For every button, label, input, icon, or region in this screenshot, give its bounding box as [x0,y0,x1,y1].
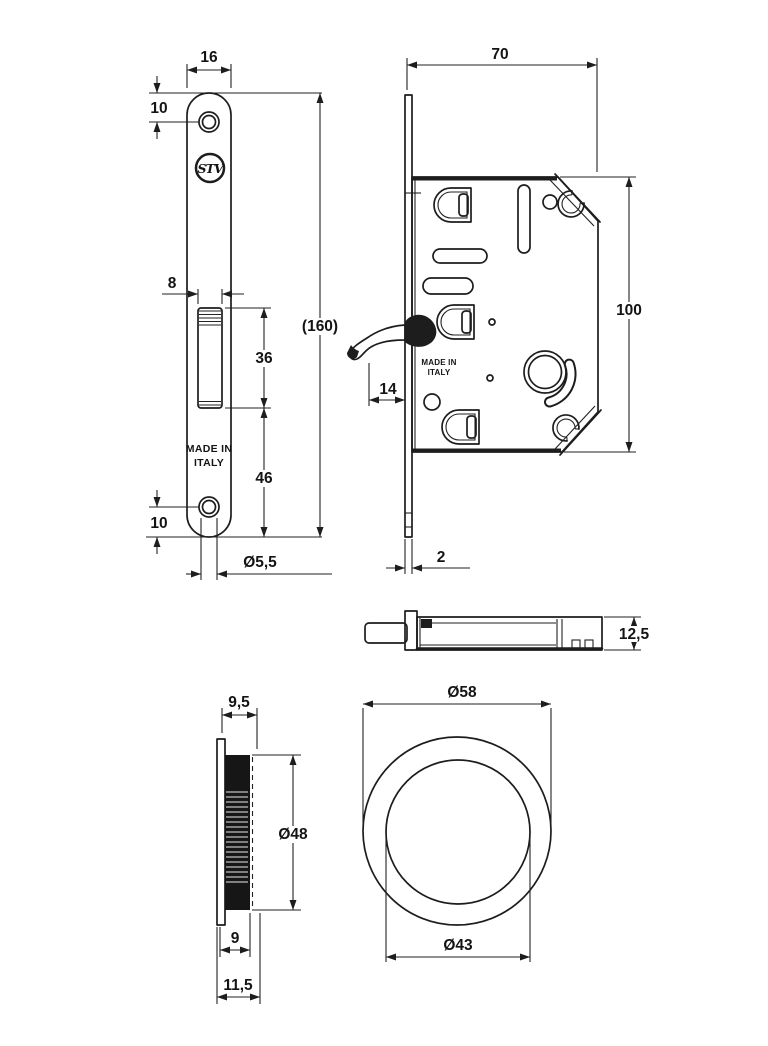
faceplate-made-in-line1: MADE IN [186,443,232,455]
svg-text:2: 2 [437,549,446,566]
horizontal-slot-2 [422,277,474,295]
spindle-hub-inner [527,354,563,390]
dim-pull-outer-diameter: Ø58 [362,684,552,828]
dim-faceplate-thickness: 2 [386,539,470,574]
pin-dot-1 [488,318,496,326]
svg-text:Ø5,5: Ø5,5 [243,554,277,571]
svg-text:9: 9 [231,930,240,947]
pull-front-view: Ø58 Ø43 [362,684,552,962]
dim-screw-hole-diameter: Ø5,5 [186,518,332,580]
dim-body-width: 70 [406,46,598,172]
svg-text:36: 36 [255,350,273,367]
stamped-tab-top [433,187,472,223]
pull-edge-view: 9,5 Ø48 9 11,5 [216,694,316,1004]
svg-text:16: 16 [200,49,218,66]
svg-text:10: 10 [150,100,167,117]
dim-hook-protrusion: 14 [368,363,405,406]
dim-slot-to-bottom: 46 [251,408,277,537]
slot-spring-coils [199,310,221,406]
svg-text:Ø48: Ø48 [278,826,308,843]
lock-edge-view: 12,5 [364,610,653,651]
dim-slot-width: 8 [162,275,244,304]
vertical-slot [517,184,531,254]
body-made-in-line1: MADE IN [421,358,456,367]
curved-slot [544,358,577,408]
dim-pull-inner-diameter: Ø43 [385,836,531,962]
dim-bottom-hole-offset: 10 [146,490,322,554]
svg-text:14: 14 [379,381,397,398]
pull-inner-circle [385,759,531,905]
stamped-tab-bottom [441,409,480,445]
hook-latch [347,324,406,361]
knurl-ridges [226,791,248,883]
dim-overall-height: (160) [296,93,344,537]
dim-pull-cup-diameter: Ø48 [252,754,316,911]
stv-logo-text: STV [197,161,224,176]
dim-faceplate-width: 16 [186,49,232,88]
dim-pull-total-depth: 11,5 [216,913,261,1004]
dim-pull-cup-depth: 9 [219,913,251,957]
edge-notch-1 [571,639,581,649]
latch-pin [364,622,408,644]
faceplate-top-screw-hole-inner [201,114,217,130]
stamped-tab-middle [436,304,475,340]
svg-text:10: 10 [150,515,167,532]
svg-text:Ø43: Ø43 [443,937,473,954]
dim-pull-depth-flange: 9,5 [221,694,258,749]
hook-pivot-mechanism [405,314,437,347]
stv-logo-circle [194,152,226,184]
dim-top-hole-offset: 10 [149,76,322,139]
svg-text:Ø58: Ø58 [447,684,477,701]
lock-body-side-view: MADE IN ITALY 70 100 14 2 [347,46,647,574]
svg-text:70: 70 [491,46,508,63]
dim-body-height: 100 [560,176,647,453]
svg-text:(160): (160) [302,318,338,335]
svg-text:12,5: 12,5 [619,626,650,643]
body-made-in-line2: ITALY [428,368,451,377]
faceplate-edge-bar [404,94,413,538]
dim-edge-height: 12,5 [604,616,653,651]
pull-outer-circle [362,736,552,926]
pull-flange-edge [216,738,226,926]
edge-body [416,616,603,651]
edge-notch-2 [584,639,594,649]
faceplate-bolt-slot [197,307,223,409]
svg-text:11,5: 11,5 [223,977,253,994]
faceplate-made-in-line2: ITALY [194,457,224,469]
faceplate-bottom-screw-hole-inner [201,499,217,515]
lower-left-hole [423,393,441,411]
svg-text:9,5: 9,5 [228,694,250,711]
horizontal-slot-1 [432,248,488,264]
top-right-keeper [549,173,601,227]
faceplate-front-view: STV MADE IN ITALY 16 10 [146,49,344,580]
bottom-right-keeper [552,405,602,456]
dim-slot-height: 36 [225,307,277,409]
svg-text:46: 46 [255,470,273,487]
svg-text:8: 8 [168,275,177,292]
top-small-hole [542,194,558,210]
spindle-hub-outer [523,350,567,394]
svg-text:100: 100 [616,302,642,319]
pin-dot-2 [486,374,494,382]
